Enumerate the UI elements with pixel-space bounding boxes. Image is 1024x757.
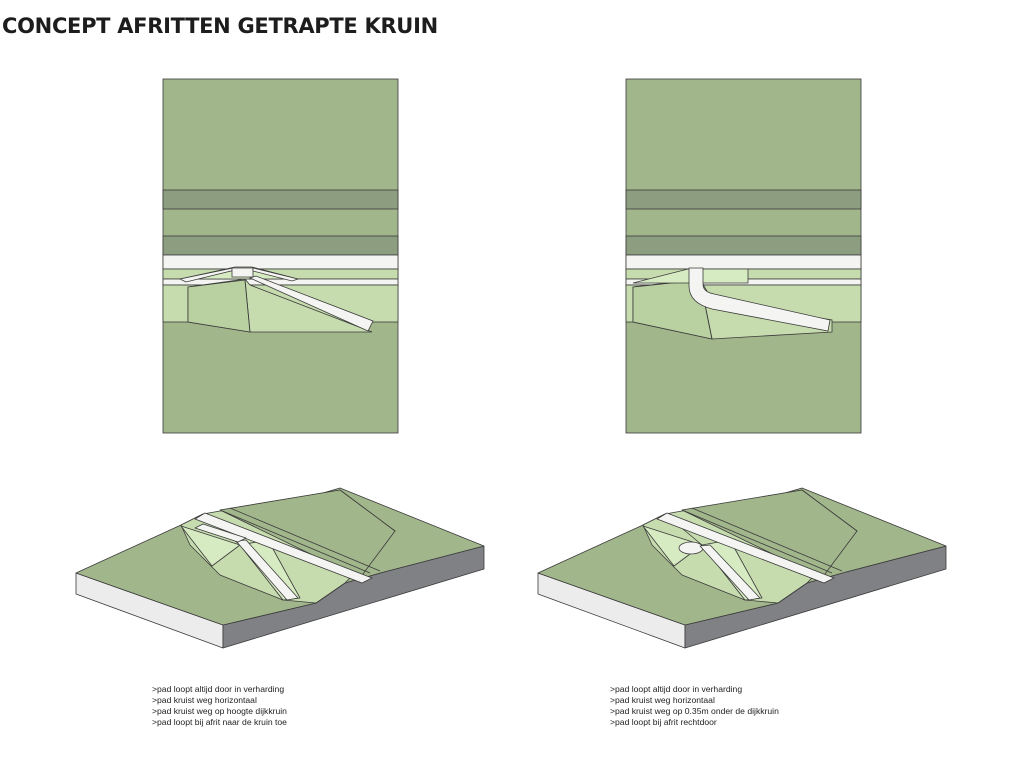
plan-view-right bbox=[625, 78, 862, 434]
caption-line: >pad kruist weg op 0.35m onder de dijkkr… bbox=[610, 706, 779, 716]
caption-line: >pad kruist weg op hoogte dijkkruin bbox=[152, 706, 287, 716]
caption-line: >pad loopt altijd door in verharding bbox=[610, 684, 743, 694]
plan-view-left bbox=[162, 78, 399, 434]
caption-line: >pad kruist weg horizontaal bbox=[610, 695, 715, 705]
caption-right: >pad loopt altijd door in verharding >pa… bbox=[610, 684, 779, 728]
caption-line: >pad loopt bij afrit rechtdoor bbox=[610, 717, 717, 727]
isometric-view-right bbox=[537, 487, 947, 649]
page-title: CONCEPT AFRITTEN GETRAPTE KRUIN bbox=[2, 14, 438, 38]
caption-left: >pad loopt altijd door in verharding >pa… bbox=[152, 684, 287, 728]
caption-line: >pad loopt bij afrit naar de kruin toe bbox=[152, 717, 287, 727]
isometric-view-left bbox=[75, 487, 485, 649]
caption-line: >pad kruist weg horizontaal bbox=[152, 695, 257, 705]
caption-line: >pad loopt altijd door in verharding bbox=[152, 684, 285, 694]
